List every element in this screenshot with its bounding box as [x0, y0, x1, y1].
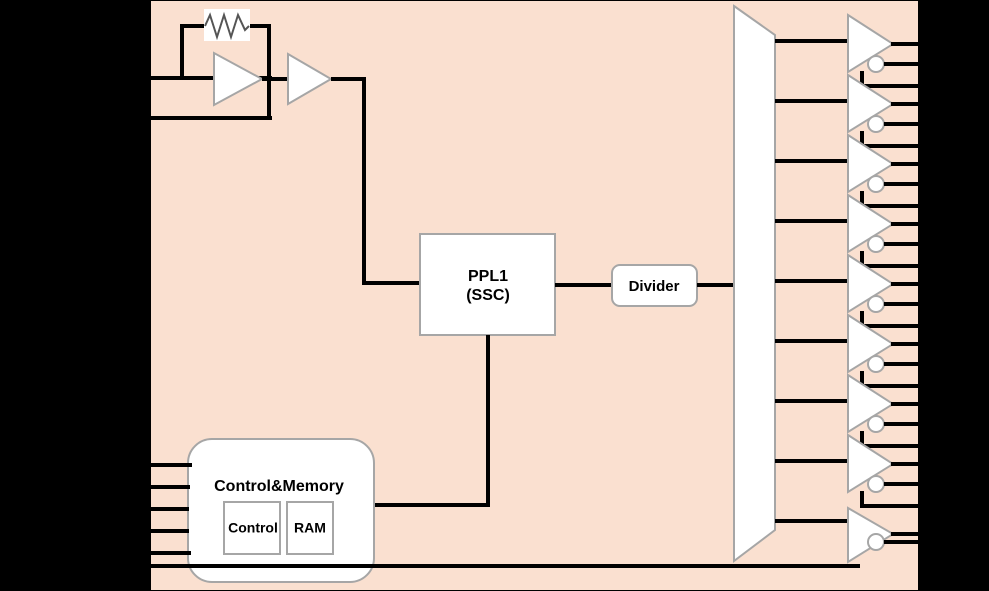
- control-interface-pins-group: [151, 463, 192, 555]
- divider-block[interactable]: Divider: [611, 264, 698, 307]
- control-memory-block[interactable]: Control&Memory Control RAM: [187, 438, 375, 583]
- control-label: Control: [228, 520, 278, 536]
- buffer-amp-triangle: [287, 52, 333, 106]
- pll1-label-line2: (SSC): [466, 287, 510, 304]
- output-buffer-1-inversion-bubble: [867, 55, 885, 73]
- output-buffer-2-inversion-bubble: [867, 115, 885, 133]
- osc-amp-triangle: [213, 51, 265, 107]
- output-buffer-6-inversion-bubble: [867, 355, 885, 373]
- output-buffer-4-inversion-bubble: [867, 235, 885, 253]
- mux-trapezoid[interactable]: [733, 4, 776, 564]
- output-channel-8: [775, 433, 918, 508]
- oscillator-feedback-group: [180, 24, 271, 120]
- output-buffer-8-inversion-bubble: [867, 475, 885, 493]
- ram-label: RAM: [294, 520, 326, 536]
- control-memory-label: Control&Memory: [214, 478, 344, 495]
- oscillator-amplifier: [213, 51, 290, 107]
- pll1-to-control-path: [374, 335, 490, 507]
- output-buffer-3-inversion-bubble: [867, 175, 885, 193]
- resistor-zigzag: [204, 11, 250, 41]
- output-channel-5: [775, 253, 918, 328]
- output-buffer-amplifier: [287, 52, 422, 285]
- feedback-resistor-icon: [204, 9, 250, 41]
- output-buffer-9-inversion-bubble: [867, 533, 885, 551]
- output-buffer-7-inversion-bubble: [867, 415, 885, 433]
- output-buffer-5-inversion-bubble: [867, 295, 885, 313]
- output-channel-7: [775, 373, 918, 448]
- output-channel-4: [775, 193, 918, 268]
- divider-label: Divider: [629, 278, 680, 295]
- output-channel-6: [775, 313, 918, 388]
- output-channel-9: [775, 506, 918, 564]
- control-subblock[interactable]: [223, 501, 281, 555]
- output-channel-3: [775, 133, 918, 208]
- output-channel-2: [775, 73, 918, 148]
- pll1-block[interactable]: PPL1 (SSC): [419, 233, 556, 336]
- output-mux-block[interactable]: [733, 4, 776, 564]
- output-channel-1: [775, 13, 918, 88]
- ram-subblock[interactable]: [286, 501, 334, 555]
- pll1-label-line1: PPL1: [468, 268, 508, 285]
